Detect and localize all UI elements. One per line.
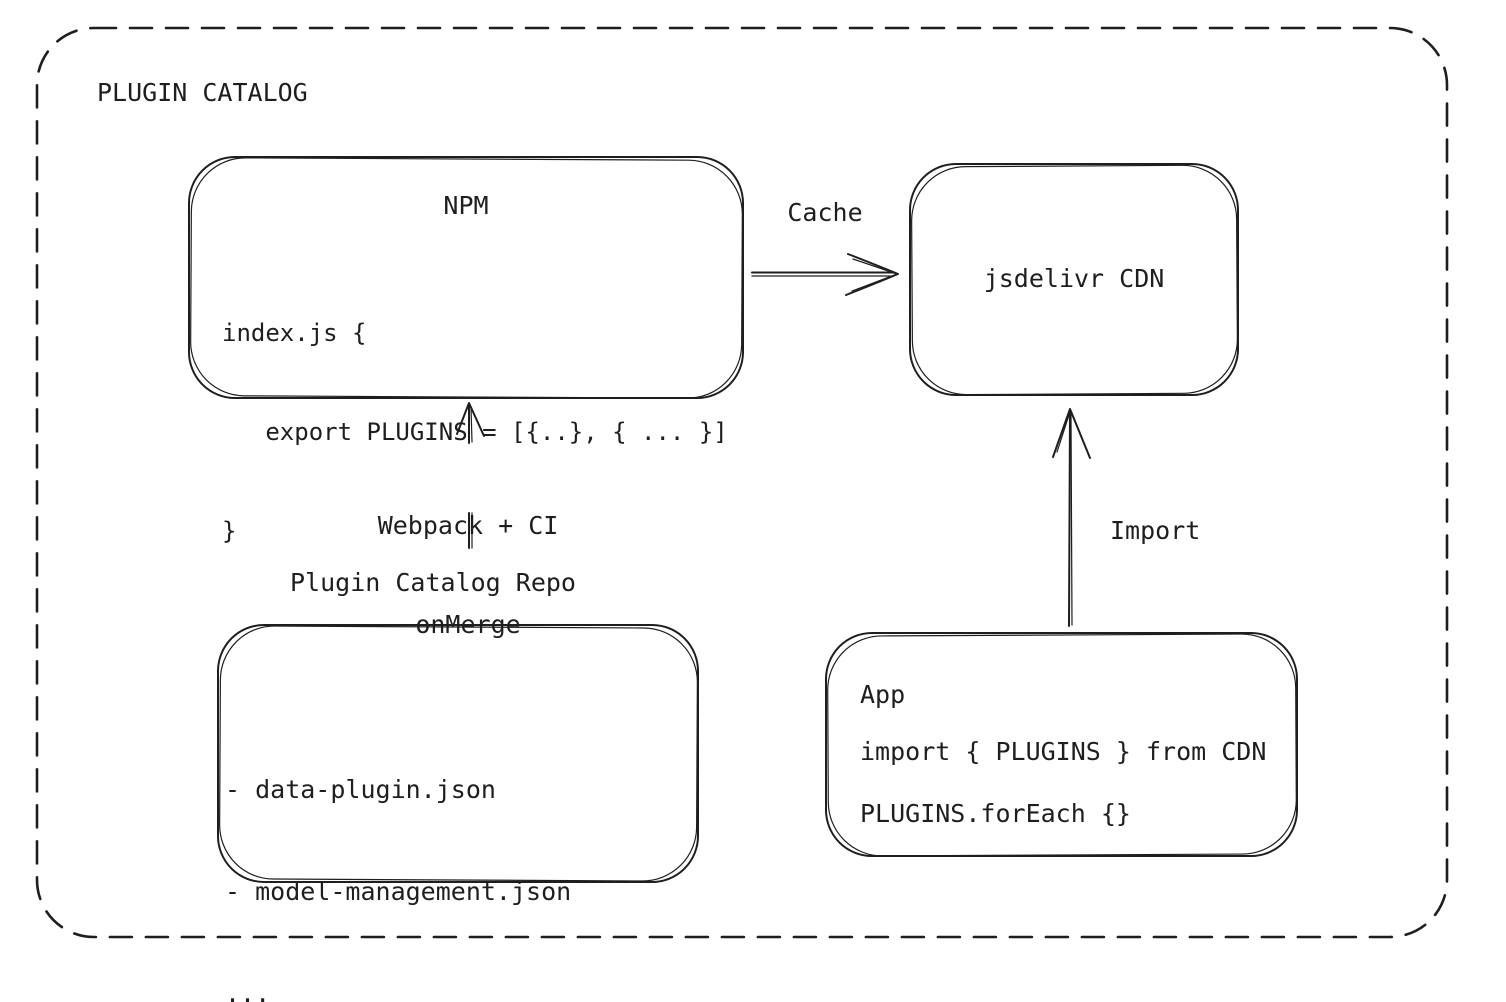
import-arrow-label: Import [1110,516,1201,545]
npm-code-line: } [222,517,237,545]
app-code-line: import { PLUGINS } from CDN [860,737,1267,766]
app-box [825,632,1298,857]
diagram-title: PLUGIN CATALOG [97,78,308,107]
npm-box [188,156,744,399]
cdn-box [909,163,1239,396]
app-code-line: PLUGINS.forEach {} [860,799,1131,828]
repo-file-item: ... [225,979,271,1002]
build-arrow-label: Webpack + CI onMerge [368,443,568,707]
repo-file-item: - model-management.json [225,877,572,906]
catalog-boundary [35,26,1449,939]
repo-file-list: - data-plugin.json - model-management.js… [225,705,571,1002]
npm-code-line: index.js { [222,319,367,347]
build-arrow-label-line: Webpack + CI [377,511,559,540]
import-arrow [1052,408,1091,627]
npm-box-title: NPM [443,191,489,220]
repo-box-title: Plugin Catalog Repo [290,568,576,597]
cdn-box-title: jsdelivr CDN [983,264,1165,293]
repo-box [217,624,699,883]
app-box-title: App [860,680,906,709]
build-arrow-label-line: onMerge [415,610,521,639]
repo-file-item: - data-plugin.json [225,775,496,804]
npm-code-block: index.js { export PLUGINS = [{..}, { ...… [222,251,728,614]
npm-code-line: export PLUGINS = [{..}, { ... }] [222,418,728,446]
build-arrow [456,402,485,549]
cache-arrow-label: Cache [787,198,863,227]
cache-arrow [751,253,899,296]
